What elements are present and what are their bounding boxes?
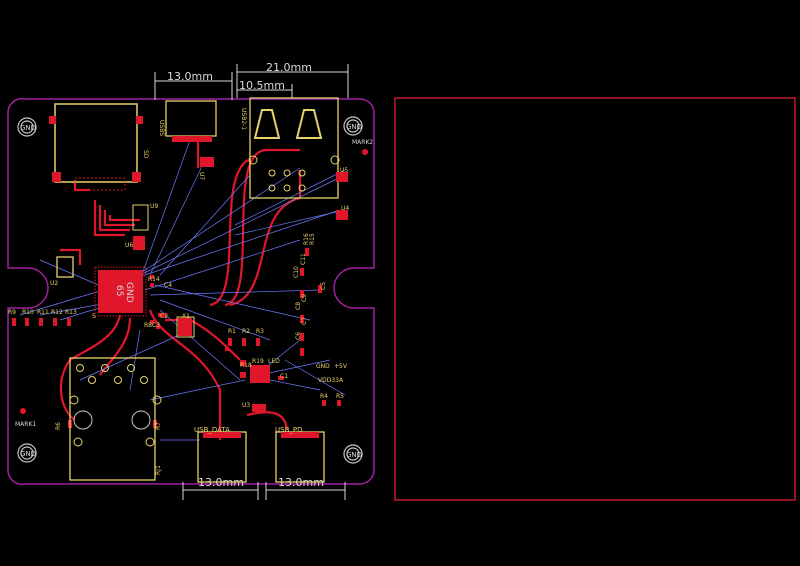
ref-c9: C9 [301,294,308,302]
ref-r11: R11 [37,309,49,316]
ref-r18: R18 [240,362,252,369]
chip-u5 [336,172,348,182]
label-5v: +5V [334,363,348,370]
passive-pads [12,248,341,428]
ref-c7: C7 [301,317,308,325]
ratsnest-lines [19,139,346,441]
ref-r4: R4 [320,393,328,400]
ref-c3: C3 [152,322,160,329]
fiducial-mark1 [20,408,26,414]
ref-r5: R5 [336,393,344,400]
ref-rj1: RJ1 [155,465,162,475]
usb-pd-footprint [275,431,325,483]
ref-u4: U4 [341,205,349,212]
usbs-footprint [165,100,217,142]
ref-c11: C11 [300,253,307,265]
chip-u2 [56,256,74,278]
mcu-num-label: 65 [114,285,124,296]
ref-r10: R10 [22,309,34,316]
hole-label-br: GND [346,451,362,459]
ref-mark1: MARK1 [15,421,36,428]
label-vdd33a: VDD33A [318,377,344,384]
ref-usbs: USBS [158,120,165,136]
mcu-gnd-label: GND [124,282,134,303]
ref-usb-pd: USB_PD [275,426,302,434]
rj45-footprint [69,357,162,481]
crystal-x1 [176,316,195,338]
ref-s: S [92,313,96,320]
ref-r3: R3 [256,328,264,335]
usb2-footprint [248,97,340,199]
ref-r2: R2 [242,328,250,335]
mcu-chip [94,266,147,317]
sd-card-footprint [49,103,143,191]
ref-u2: U2 [50,280,58,287]
dim-top-left: 13.0mm [167,70,213,83]
ref-r7: R7 [155,422,162,430]
dim-top-mid: 10.5mm [239,79,285,92]
ref-r9: R9 [8,309,16,316]
label-gnd-pad: GND [316,363,330,370]
ref-r19: R19 [252,358,264,365]
ref-r1: R1 [228,328,236,335]
board-outline [7,97,375,486]
ref-c10: C10 [293,266,300,278]
ref-c8: C8 [295,302,302,310]
ref-u6: U6 [125,242,133,249]
ref-usb-data: USB_DATA [194,426,230,434]
ref-u9: U9 [150,203,158,210]
ref-c6: C6 [295,332,302,340]
dim-top-right: 21.0mm [266,61,312,74]
ref-c5: C5 [320,282,327,290]
usb-data-footprint [197,431,247,483]
chip-u7 [200,157,214,167]
ref-x1: X1 [182,313,190,320]
ref-c4: C4 [164,282,172,289]
ref-r15: R15 [309,233,316,245]
hole-label-tl: GND [20,124,36,132]
ref-r13: R13 [65,309,77,316]
ref-r12: R12 [51,309,63,316]
chip-u4 [336,210,348,220]
chip-u6 [133,236,145,250]
chip-u9 [132,204,149,231]
ref-r6: R6 [55,422,62,430]
hole-label-tr: GND [346,123,362,131]
ref-usb2: USB2-1 [240,108,247,130]
ref-sd: SD [142,150,149,159]
fiducial-mark2 [362,149,368,155]
ref-mark2: MARK2 [352,139,373,146]
ref-r14: R14 [148,276,160,283]
ref-u3: U3 [242,402,250,409]
ref-u5: U5 [340,167,348,174]
ref-led: LED [268,358,280,365]
ref-u7: U7 [198,172,205,180]
drawing-frame [394,97,796,501]
ref-r16: R16 [303,233,310,245]
dimension-lines [154,64,349,500]
component-labels: R16 R15 C10 C11 C9 C5 C8 C7 C6 R14 C4 C2… [8,233,348,409]
ref-r8: R8 [144,322,152,329]
copper-traces [59,138,302,440]
ref-c2: C2 [160,313,168,320]
hole-label-bl: GND [20,450,36,458]
mounting-holes [17,116,363,464]
ref-c1: C1 [280,373,288,380]
